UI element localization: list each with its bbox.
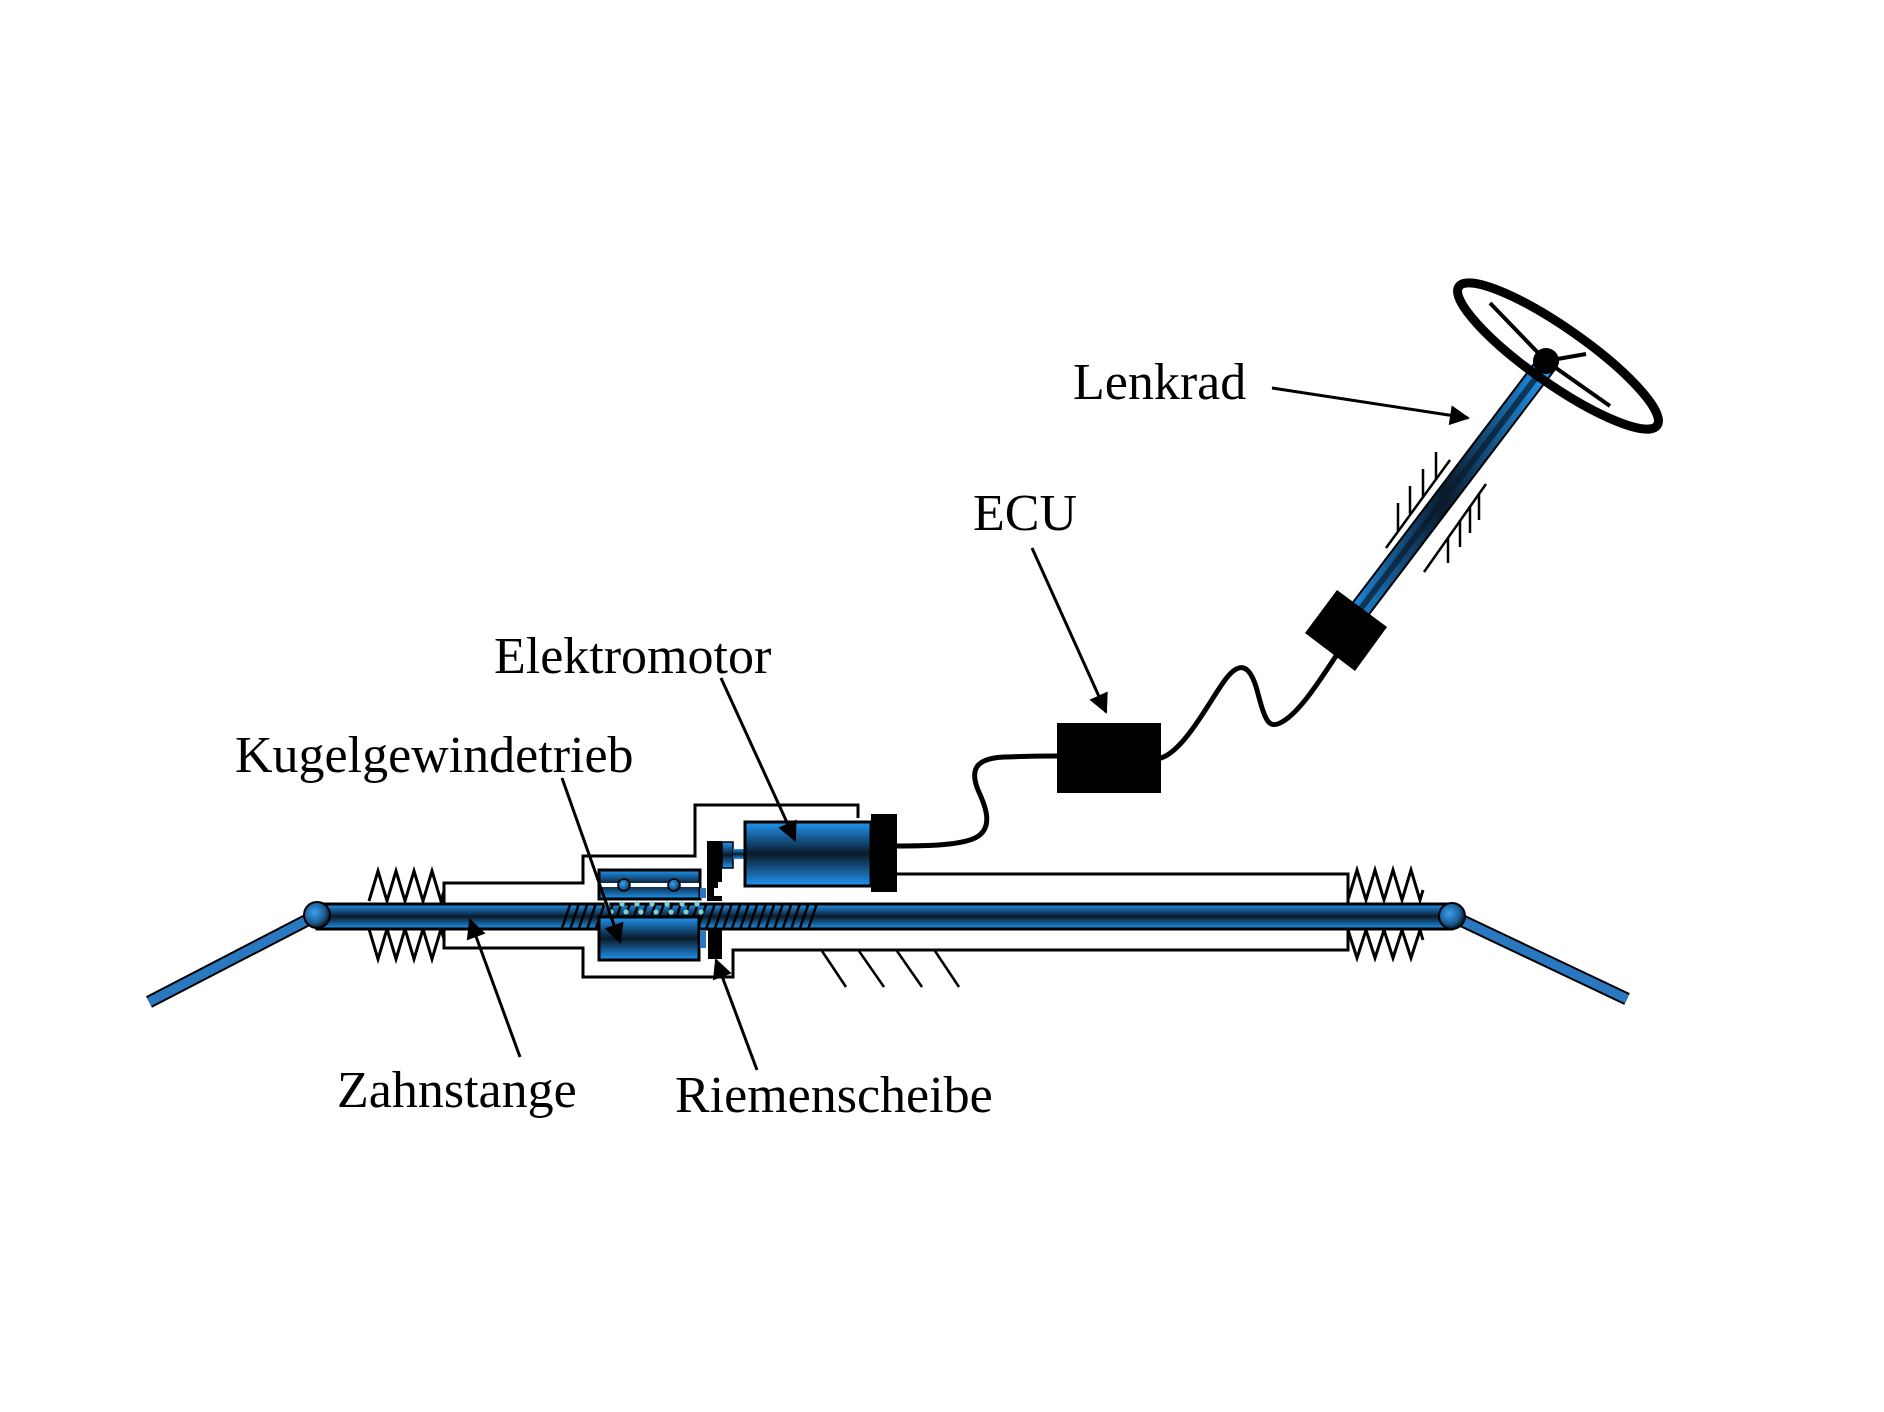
screw-ball	[649, 901, 655, 907]
thread-line	[569, 904, 580, 929]
thread-line	[739, 904, 750, 929]
motor-shaft	[733, 849, 745, 859]
thread-line	[747, 904, 759, 929]
thread-line	[705, 904, 716, 929]
bearing-line-left	[1384, 459, 1452, 549]
screw-ball	[664, 901, 670, 907]
screw-ball	[653, 909, 659, 915]
lenkrad-leader-arrow	[1271, 386, 1470, 426]
toothed-rack	[315, 902, 1454, 931]
ground-hatch-rack	[820, 950, 961, 988]
thread-line	[586, 904, 597, 929]
thread-line	[773, 904, 784, 929]
label-zahnstange: Zahnstange	[337, 1062, 577, 1119]
label-elektromotor: Elektromotor	[494, 628, 771, 685]
nut-collar-top	[700, 888, 706, 898]
rack-housing	[442, 803, 1350, 979]
nut-collar-bottom	[700, 930, 706, 948]
hatch-line	[820, 950, 848, 988]
wheel-spoke	[1488, 301, 1548, 363]
thread-line	[798, 904, 810, 929]
thread-line	[764, 904, 776, 929]
screw-ball	[619, 901, 625, 907]
bellows-right	[1346, 864, 1425, 963]
housing-upper-outline	[442, 803, 860, 929]
zahnstange-leader-arrow	[466, 918, 522, 1058]
bellows-left	[367, 865, 446, 965]
belt-step	[714, 882, 722, 896]
tie-rod-left	[146, 909, 320, 1008]
label-riemenscheibe: Riemenscheibe	[675, 1067, 993, 1124]
bellows-left-top	[367, 865, 446, 907]
tie-rod-right	[1449, 910, 1630, 1005]
nut-balls	[604, 901, 704, 915]
motor-end-cap	[871, 814, 897, 892]
steering-wheel	[1453, 278, 1663, 434]
bearing-line-right	[1422, 483, 1488, 573]
screw-ball	[668, 909, 674, 915]
screw-ball	[683, 909, 689, 915]
screw-ball	[623, 909, 629, 915]
wheel-rim	[1453, 278, 1663, 434]
elektromotor-leader-arrow	[719, 677, 797, 842]
pulley-lower	[708, 930, 722, 959]
electric-motor	[743, 814, 897, 892]
bellows-left-bottom	[367, 923, 446, 965]
thread-line	[807, 904, 818, 929]
kugelgewindetrieb-leader-arrow	[560, 777, 624, 944]
return-ball	[617, 878, 631, 892]
thread-line	[781, 904, 793, 929]
thread-line	[722, 904, 733, 929]
label-ecu: ECU	[973, 485, 1077, 542]
hatch-line	[857, 950, 886, 988]
thread-line	[560, 904, 572, 929]
riemenscheibe-leader-arrow	[712, 958, 759, 1071]
torque-sensor	[1305, 590, 1387, 671]
thread-line	[577, 904, 589, 929]
ecu-box	[1057, 723, 1161, 793]
bellows-right-bottom	[1346, 924, 1425, 963]
thread-line	[730, 904, 742, 929]
nut-ball-channel	[600, 883, 699, 887]
thread-line	[713, 904, 725, 929]
motor-pinion	[721, 841, 734, 869]
label-lenkrad: Lenkrad	[1073, 354, 1246, 411]
ball-joint-left	[303, 901, 331, 929]
thread-line	[756, 904, 767, 929]
cable-motor-ecu	[894, 753, 1060, 849]
return-ball	[667, 878, 681, 892]
screw-ball	[638, 909, 644, 915]
hatch-line	[895, 950, 924, 988]
wheel-hub	[1533, 348, 1559, 374]
motor-body	[743, 820, 873, 888]
wheel-spoke	[1544, 359, 1612, 408]
thread-line	[790, 904, 801, 929]
hatch-line	[933, 950, 961, 988]
screw-ball	[694, 901, 700, 907]
screw-ball	[698, 909, 704, 915]
housing-lower-outline	[442, 929, 1350, 979]
ecu-leader-arrow	[1030, 547, 1108, 714]
housing-upper-right-outline	[897, 872, 1350, 903]
steering-column	[1331, 355, 1557, 643]
rack-bar	[315, 902, 1454, 931]
bellows-right-top	[1346, 864, 1425, 906]
ball-joint-right	[1438, 902, 1466, 930]
belt-pulley	[707, 841, 745, 959]
label-kugelgewindetrieb: Kugelgewindetrieb	[235, 727, 634, 784]
column-bearing-hatch	[1384, 452, 1488, 573]
cable-ecu-sensor	[1158, 653, 1339, 761]
screw-ball	[679, 901, 685, 907]
screw-ball	[634, 901, 640, 907]
